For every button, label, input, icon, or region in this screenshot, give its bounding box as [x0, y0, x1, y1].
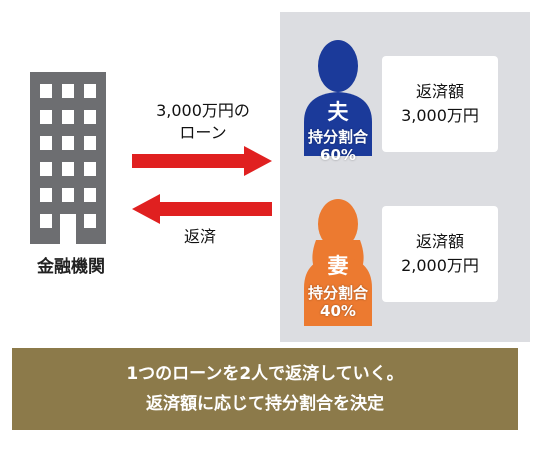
wife-repayment-value: 2,000万円 [401, 256, 479, 275]
building-icon [30, 72, 106, 244]
loan-label: 3,000万円の ローン [138, 100, 268, 144]
husband-repayment-box: 返済額 3,000万円 [382, 56, 498, 152]
husband-repayment-label: 返済額 [415, 82, 464, 101]
wife-share-value: 40% [320, 302, 356, 320]
loan-label-line1: 3,000万円の [156, 101, 250, 120]
husband-repayment-value: 3,000万円 [401, 106, 479, 125]
wife-share: 持分割合 40% [293, 284, 383, 320]
husband-share-label: 持分割合 [307, 128, 368, 146]
loan-label-line2: ローン [179, 123, 227, 142]
wife-repayment-box: 返済額 2,000万円 [382, 206, 498, 302]
husband-share: 持分割合 60% [293, 128, 383, 164]
husband-icon [304, 40, 372, 156]
husband-share-value: 60% [320, 146, 356, 164]
wife-name: 妻 [327, 254, 349, 278]
bank-label: 金融機関 [37, 257, 105, 277]
husband-name: 夫 [327, 100, 349, 124]
loan-arrow [132, 146, 272, 176]
wife-repayment-label: 返済額 [415, 232, 464, 251]
wife-share-label: 持分割合 [307, 284, 368, 302]
repay-label: 返済 [183, 227, 216, 246]
summary-banner: 1つのローンを2人で返済していく。 返済額に応じて持分割合を決定 [12, 348, 518, 430]
summary-line1: 1つのローンを2人で返済していく。 [126, 364, 404, 384]
wife-icon [304, 199, 372, 326]
repay-arrow [132, 194, 272, 224]
summary-line2: 返済額に応じて持分割合を決定 [146, 394, 384, 414]
